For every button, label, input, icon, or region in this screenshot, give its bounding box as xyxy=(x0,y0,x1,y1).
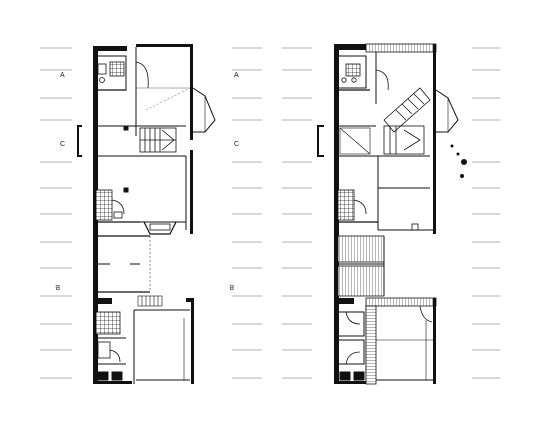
left-floor-plan xyxy=(77,44,216,384)
right-stair xyxy=(383,87,431,155)
lot-divider-lines-left xyxy=(40,47,262,379)
lot-divider-lines-right xyxy=(282,47,500,379)
left-stair xyxy=(139,127,177,153)
section-label-c-left: C xyxy=(60,141,65,148)
section-label-c-right: C xyxy=(234,141,239,148)
right-floor-plan xyxy=(317,43,467,385)
right-party-wall xyxy=(334,46,339,384)
section-label-a-right: A xyxy=(234,72,239,79)
left-party-wall xyxy=(93,46,98,384)
left-lower-stair xyxy=(137,295,163,307)
section-label-b-left: B xyxy=(55,283,60,290)
section-label-a-left: A xyxy=(60,72,65,79)
section-label-b-right: B xyxy=(229,283,234,290)
